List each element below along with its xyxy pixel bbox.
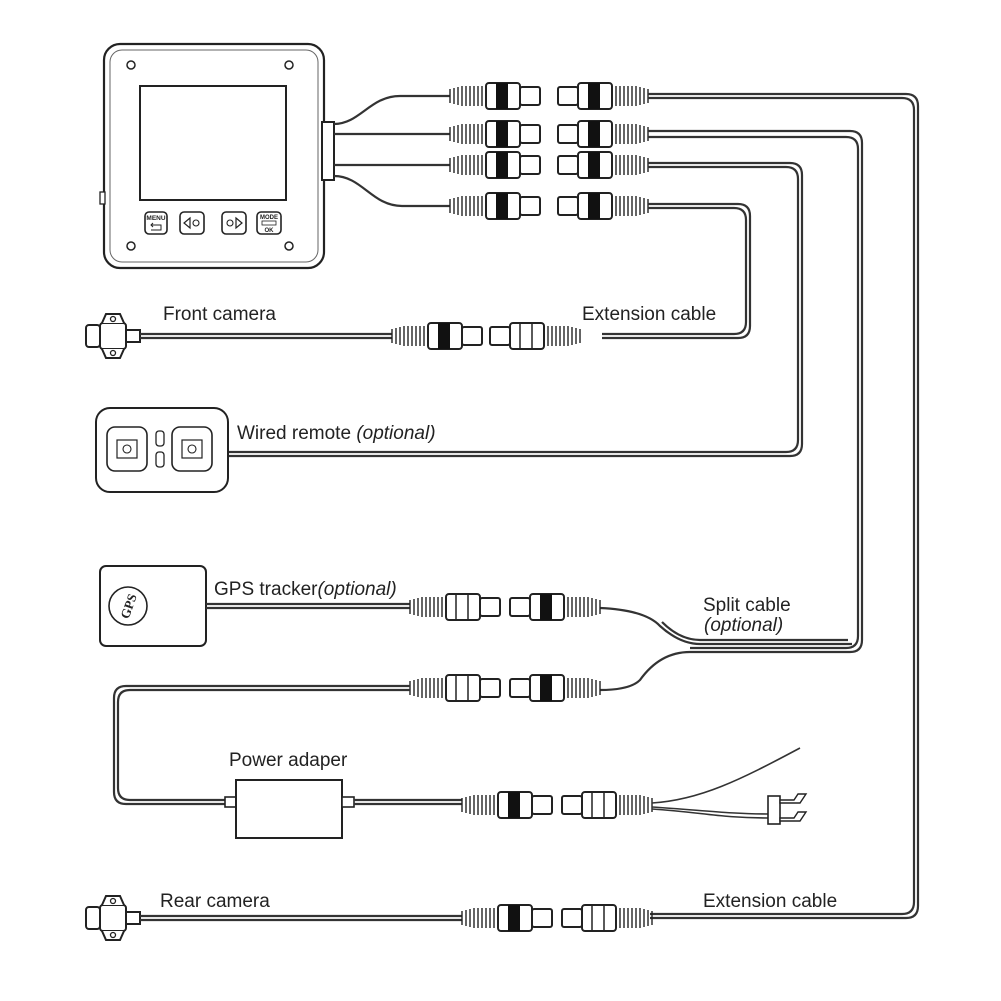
menu-button-label: MENU xyxy=(146,215,165,222)
front-extension-cable-label: Extension cable xyxy=(582,304,717,325)
forward-button[interactable] xyxy=(221,211,247,235)
wired-remote-note: (optional) xyxy=(356,423,436,444)
gps-connectors xyxy=(409,593,601,621)
split-cable-note: (optional) xyxy=(704,616,783,635)
routing-wires xyxy=(228,92,920,920)
unit-cables xyxy=(333,94,450,208)
wired-remote-label: Wired remote (optional) xyxy=(237,424,436,443)
power-feed-connectors xyxy=(409,674,601,702)
unit-connector-1 xyxy=(449,82,649,110)
dvr-screen xyxy=(139,85,287,201)
rear-extension-cable-label: Extension cable xyxy=(703,891,838,912)
gps-tracker-label: GPS tracker(optional) xyxy=(214,580,397,599)
mode-button-label: MODE xyxy=(260,215,278,221)
front-camera-label: Front camera xyxy=(163,304,276,325)
ok-button-label: OK xyxy=(265,228,275,234)
front-camera xyxy=(85,313,392,359)
power-leads xyxy=(651,747,808,825)
gps-tracker-note: (optional) xyxy=(317,579,397,600)
power-adapter xyxy=(235,779,653,839)
screw-icon xyxy=(126,60,294,251)
rear-camera-label: Rear camera xyxy=(160,891,270,912)
rewind-button[interactable] xyxy=(179,211,205,235)
gps-tracker: GPS xyxy=(99,565,410,647)
wired-remote-title: Wired remote xyxy=(237,423,352,444)
dvr-unit: MENU MODE OK xyxy=(99,42,335,270)
split-cable-note-text: (optional) xyxy=(704,615,784,636)
split-cable-label: Split cable xyxy=(703,595,791,616)
power-adapter-label: Power adaper xyxy=(229,750,348,771)
wired-remote xyxy=(95,407,229,493)
gps-tracker-title: GPS tracker xyxy=(214,579,318,600)
front-extension-connectors xyxy=(391,322,581,350)
mode-ok-button[interactable]: MODE OK xyxy=(256,211,282,235)
unit-connector-4 xyxy=(449,192,649,220)
unit-connector-3 xyxy=(449,151,649,179)
unit-connector-2 xyxy=(449,120,649,148)
menu-button[interactable]: MENU xyxy=(144,211,168,235)
rear-extension-connectors xyxy=(461,904,653,932)
rear-camera xyxy=(85,895,462,941)
